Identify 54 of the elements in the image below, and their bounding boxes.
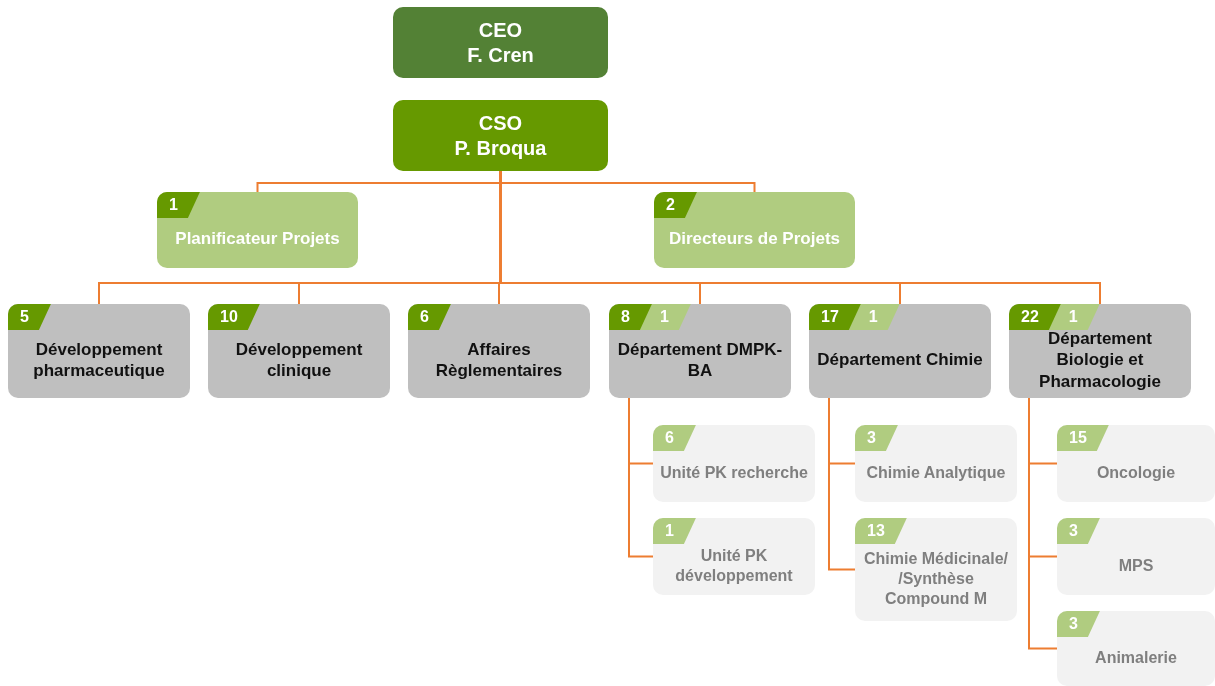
- unit-box: [855, 425, 1017, 502]
- department-box: [208, 304, 390, 398]
- count-badge: 6: [408, 304, 451, 330]
- connector-line: [628, 397, 654, 558]
- box-title: Oncologie: [1096, 462, 1176, 483]
- department-box: [1009, 304, 1191, 398]
- count-badge: 3: [855, 425, 898, 451]
- box-title: CEO: [478, 17, 523, 43]
- count-badge: 3: [1057, 611, 1100, 637]
- box-title: MPS: [1118, 555, 1154, 576]
- box-title: Animalerie: [1095, 647, 1177, 668]
- box-title: Affaires Règlementaires: [434, 338, 564, 382]
- box-title: Planificateur Projets: [175, 228, 340, 250]
- box-title: Développement pharmaceutique: [32, 338, 166, 382]
- count-badge: 10: [208, 304, 260, 330]
- connector-line: [1028, 397, 1058, 650]
- count-badge: 1: [157, 192, 200, 218]
- department-box: [809, 304, 991, 398]
- box-title: Développement clinique: [234, 338, 364, 382]
- executive-box: [393, 7, 608, 78]
- box-title: Département Biologie et Pharmacologie: [1038, 328, 1162, 392]
- box-title: Département DMPK-BA: [616, 338, 784, 382]
- count-badge: 2: [654, 192, 697, 218]
- count-badge: 22: [1009, 304, 1061, 330]
- box-title: Unité PK développement: [674, 545, 794, 586]
- count-badge: 17: [809, 304, 861, 330]
- count-badge: 1: [653, 518, 696, 544]
- connector-line: [828, 397, 856, 571]
- role-box: [157, 192, 358, 268]
- unit-box: [653, 425, 815, 502]
- box-title: F. Cren: [467, 42, 534, 68]
- department-box: [609, 304, 791, 398]
- count-badge: 15: [1057, 425, 1109, 451]
- unit-box: [1057, 518, 1215, 595]
- box-title: P. Broqua: [454, 135, 547, 161]
- department-box: [8, 304, 190, 398]
- box-title: CSO: [478, 110, 523, 136]
- count-badge: 13: [855, 518, 907, 544]
- executive-box: [393, 100, 608, 171]
- count-badge: 5: [8, 304, 51, 330]
- box-title: Département Chimie: [817, 349, 983, 371]
- count-badge: 8: [609, 304, 652, 330]
- box-title: Unité PK recherche: [660, 462, 808, 483]
- count-badge: 6: [653, 425, 696, 451]
- box-title: Chimie Médicinale/ /Synthèse Compound M: [862, 548, 1009, 609]
- unit-box: [653, 518, 815, 595]
- department-box: [408, 304, 590, 398]
- box-title: Chimie Analytique: [866, 462, 1006, 483]
- count-badge: 3: [1057, 518, 1100, 544]
- role-box: [654, 192, 855, 268]
- unit-box: [1057, 611, 1215, 686]
- box-title: Directeurs de Projets: [669, 228, 840, 250]
- unit-box: [1057, 425, 1215, 502]
- unit-box: [855, 518, 1017, 621]
